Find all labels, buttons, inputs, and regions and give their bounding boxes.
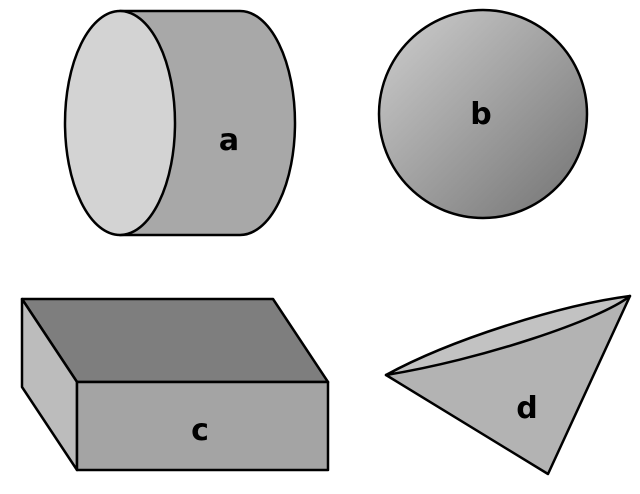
cone-shape: d [384,294,632,476]
cone-body [384,294,632,476]
cone-label: d [516,391,537,426]
cone-base-ellipse [384,294,632,377]
prism-front-face [75,380,330,472]
sphere-body [377,8,589,220]
sphere-label: b [470,97,491,132]
sphere-shape: b [377,8,589,220]
cylinder-shape: a [63,9,297,237]
cylinder-end-face [63,9,177,237]
prism-shape: c [20,297,330,472]
cylinder-label: a [219,123,239,158]
prism-label: c [191,413,209,448]
